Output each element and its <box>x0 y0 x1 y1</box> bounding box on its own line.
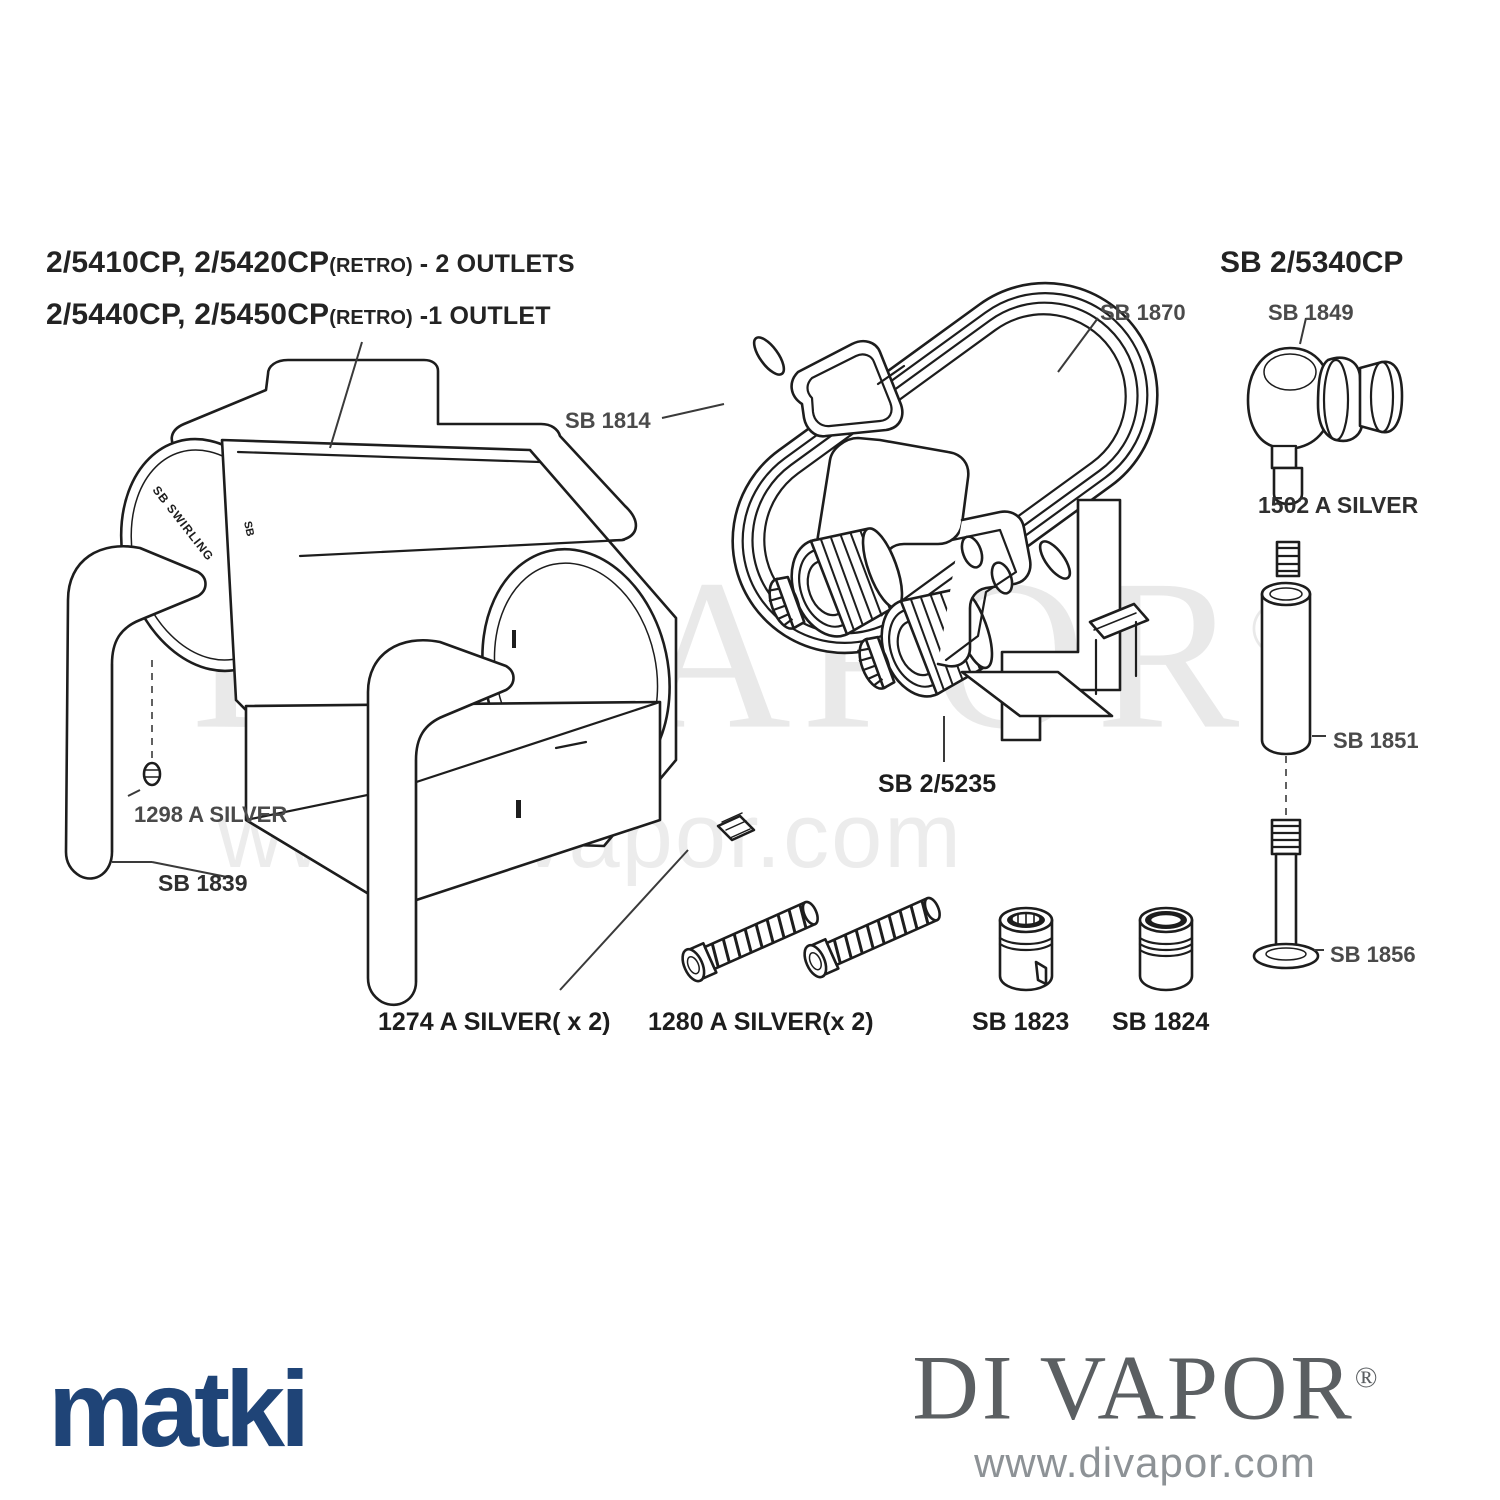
registered-trademark-icon: ® <box>1354 1361 1378 1394</box>
part-label-sb25235: SB 2/5235 <box>878 770 997 798</box>
bushings <box>998 906 1194 992</box>
part-label-1274: 1274 A SILVER( x 2) <box>378 1008 611 1036</box>
title-suffix-1: - 2 OUTLETS <box>412 250 575 278</box>
part-label-sb1814: SB 1814 <box>565 408 651 433</box>
part-label-1298: 1298 A SILVER <box>134 802 288 827</box>
part-label-sb1823: SB 1823 <box>972 1008 1070 1036</box>
cartridge-assembly <box>767 510 1114 762</box>
part-label-1502: 1502 A SILVER <box>1258 492 1419 518</box>
title-retro-1: (RETRO) <box>329 255 413 277</box>
cap-screws <box>681 896 941 983</box>
part-label-sb1824: SB 1824 <box>1112 1008 1210 1036</box>
handle-knob-assembly <box>1246 317 1404 506</box>
right-fastener-column <box>1252 540 1326 970</box>
valve-body-assembly: SB SWIRLING SB <box>64 341 756 1007</box>
title-codes-1: 2/5410CP, 2/5420CP <box>46 246 330 279</box>
divapor-url: www.divapor.com <box>974 1438 1316 1486</box>
divapor-logo: DI VAPOR® www.divapor.com <box>825 1330 1465 1488</box>
title-suffix-2: -1 OUTLET <box>412 302 551 330</box>
title-codes-2: 2/5440CP, 2/5450CP <box>46 298 330 331</box>
part-label-sb1851: SB 1851 <box>1333 728 1419 753</box>
svg-text:SB SWIRLING: SB SWIRLING <box>150 483 217 563</box>
part-label-sb1839: SB 1839 <box>158 870 248 896</box>
divapor-wordmark: DI VAPOR® <box>825 1330 1465 1436</box>
title-retro-2: (RETRO) <box>329 307 413 329</box>
title-line-2: 2/5440CP, 2/5450CP(RETRO) -1 OUTLET <box>46 298 551 332</box>
matki-logo: matki <box>48 1348 310 1469</box>
part-label-sb1856: SB 1856 <box>1330 942 1416 967</box>
engraved-brand-mark: SB SWIRLING SB <box>150 483 256 563</box>
part-label-sb1870: SB 1870 <box>1100 300 1186 325</box>
watermark-registered-icon: ® <box>1249 584 1309 671</box>
divapor-wordmark-text: DI VAPOR <box>912 1336 1355 1439</box>
footer: matki DI VAPOR® www.divapor.com <box>0 1330 1500 1500</box>
watermark-divapor: DI VAPOR® <box>0 520 1500 762</box>
watermark-text: DI VAPOR <box>191 534 1250 774</box>
svg-text:SB: SB <box>241 520 256 537</box>
title-line-1: 2/5410CP, 2/5420CP(RETRO) - 2 OUTLETS <box>46 246 575 280</box>
part-label-1280: 1280 A SILVER(x 2) <box>648 1008 874 1036</box>
title-right: SB 2/5340CP <box>1220 246 1404 279</box>
grub-screw-small <box>716 812 756 842</box>
part-label-sb1849: SB 1849 <box>1268 300 1354 325</box>
